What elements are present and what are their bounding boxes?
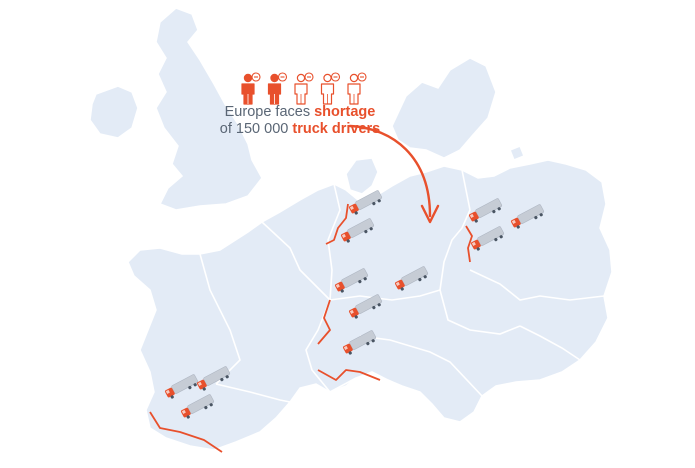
scandinavia-shape [391,57,497,159]
country-border [439,169,471,291]
truck-icon [348,190,383,215]
drivers-icon-row [241,72,367,105]
truck-icon [510,204,545,229]
person-icon [294,72,314,105]
country-border [305,299,331,393]
ireland-shape [89,85,139,139]
headline-line-2: of 150 000 truck drivers [200,121,400,138]
headline-line-1-prefix: Europe faces [224,104,315,120]
truck-icon [180,394,215,419]
denmark-shape [345,157,379,195]
country-border [261,221,331,301]
country-border [329,289,441,301]
country-border [199,253,241,385]
great-britain-shape [155,7,263,211]
highlighted-border [317,369,381,381]
headline-line-2-prefix: of 150 000 [219,121,293,137]
truck-icon [342,330,377,355]
truck-icon [196,366,231,391]
highlighted-borders [149,203,473,453]
country-border [327,183,341,301]
country-border [215,383,291,403]
headline: Europe faces shortage of 150 000 truck d… [200,104,400,138]
truck-icon [394,266,429,291]
country-borders [199,169,605,403]
country-border [329,377,357,393]
headline-line-1: Europe faces shortage [200,104,400,121]
headline-line-2-highlight: truck drivers [292,121,381,137]
highlighted-border [317,299,331,345]
curved-arrow-icon [348,124,440,224]
highlighted-border [149,411,223,453]
truck-icon [348,294,383,319]
country-border [519,325,581,361]
highlighted-border [465,225,473,263]
country-border [359,335,483,397]
arrow-head [420,204,440,224]
trucks-layer [164,190,545,419]
person-icon [320,72,341,105]
truck-icon [164,374,199,399]
truck-icon [470,226,505,251]
country-border [439,289,521,335]
arrow-curve [348,124,432,218]
truck-icon [340,218,375,243]
country-border [469,269,605,301]
headline-line-1-highlight: shortage [314,104,376,120]
island-shape [509,145,525,161]
person-icon [267,72,288,105]
truck-icon [468,198,503,223]
truck-icon [334,268,369,293]
person-icon [347,72,367,105]
person-icon [241,72,261,105]
highlighted-border [325,203,349,245]
